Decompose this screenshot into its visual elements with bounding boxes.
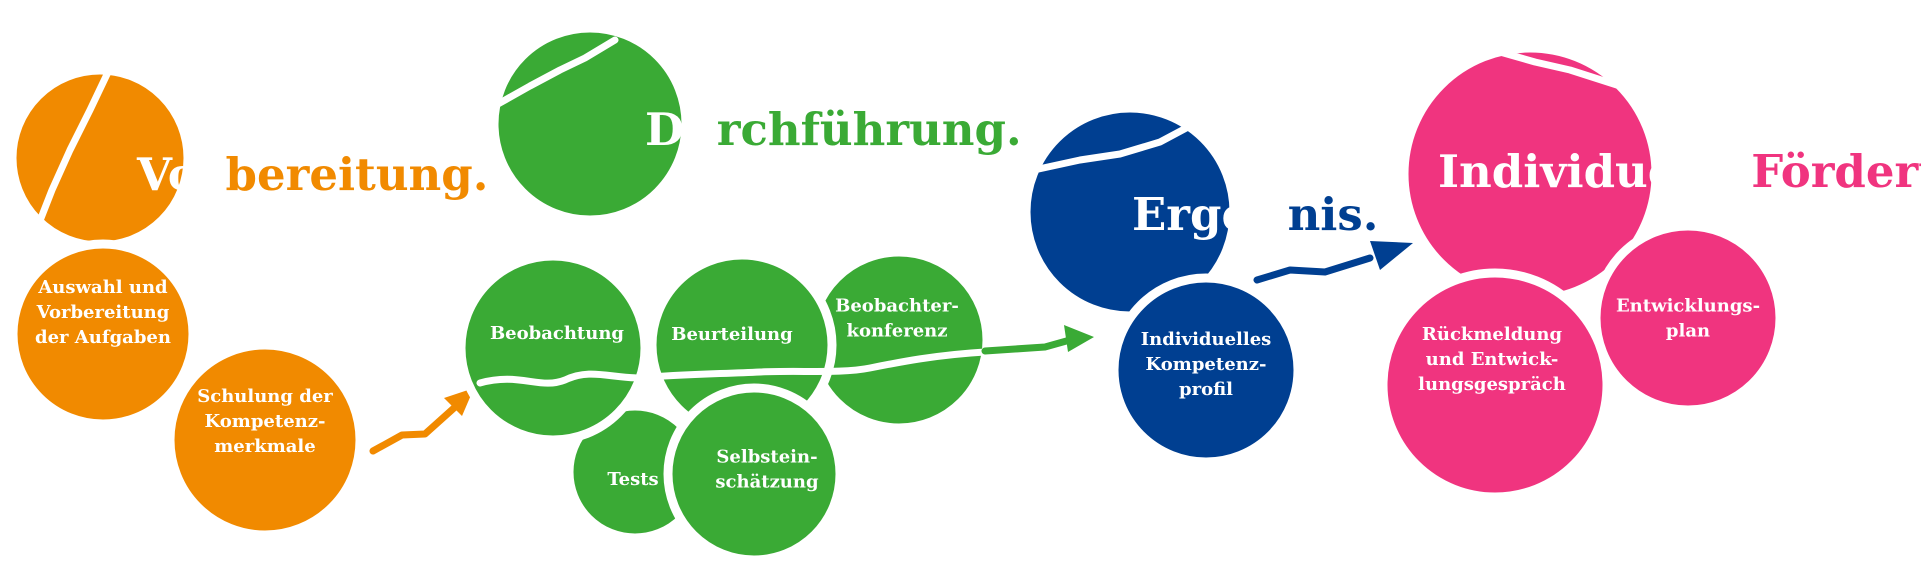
vorbereitung-title-part-a: Vor [136,148,223,201]
durchfuehrung-item-label-3: Beobachter-konferenz [835,296,959,342]
foerderung-item-2-line-1: Entwicklungs- [1616,296,1760,317]
durchfuehrung-item-3-line-2: konferenz [846,321,947,342]
ergebnis-item-1-line-1: Individuelles [1141,329,1272,350]
ergebnis-item-1-line-3: profil [1179,379,1233,400]
durchfuehrung-item-label-4: Tests [607,469,658,490]
stage-foerderung: IndividuelleFörderung. Rückmeldung und En… [1378,43,1921,502]
vorbereitung-title-part-b: bereitung. [226,148,489,201]
foerderung-item-1-line-1: Rückmeldung [1422,324,1563,345]
durchfuehrung-crack [494,36,619,108]
durchfuehrung-item-3-line-1: Beobachter- [835,296,959,317]
vorbereitung-item-circle-2 [165,340,365,540]
foerderung-item-2-line-2: plan [1666,321,1710,342]
durchfuehrung-title-part-b: rchführung. [717,103,1022,156]
vorbereitung-item-1-line-3: der Aufgaben [35,327,171,348]
ergebnis-title-part-a: Ergeb [1132,188,1282,241]
foerderung-title-part-a: Individuelle [1438,145,1739,198]
foerderung-item-circle-2 [1591,221,1785,415]
durchfuehrung-item-5-line-2: schätzung [715,472,819,493]
ergebnis-title-part-b: nis. [1288,188,1379,241]
durchfuehrung-title: Durchführung. [645,103,1022,156]
vorbereitung-title: Vorbereitung. [136,148,488,201]
foerderung-crack [1496,48,1664,102]
vorbereitung-item-1-line-1: Auswahl und [37,277,168,298]
ergebnis-crack [1030,114,1209,174]
durchfuehrung-item-4-line-1: Tests [607,469,658,490]
foerderung-item-1-line-2: und Entwick- [1426,349,1559,370]
durchfuehrung-crack-lower [476,348,989,387]
durchfuehrung-item-label-1: Beobachtung [490,323,624,344]
foerderung-title: IndividuelleFörderung. [1438,145,1921,198]
vorbereitung-item-2-line-2: Kompetenz- [205,411,326,432]
foerderung-item-1-line-3: lungsgespräch [1418,374,1566,395]
vorbereitung-item-circle-1 [8,239,198,429]
stage-durchfuehrung: Durchführung. Beobachtung Beurteilung Be… [456,23,1022,564]
durchfuehrung-item-circle-1 [456,251,650,445]
vorbereitung-item-2-line-1: Schulung der [197,386,333,407]
durchfuehrung-item-5-line-1: Selbstein- [716,447,817,468]
vorbereitung-item-1-line-2: Vorbereitung [36,302,170,323]
durchfuehrung-item-label-5: Selbstein-schätzung [715,447,819,493]
vorbereitung-item-2-line-3: merkmale [214,436,315,457]
foerderung-item-circle-1 [1378,268,1612,502]
foerderung-title-part-b: Förderung. [1751,145,1921,198]
green-arrow-icon [981,325,1094,355]
blue-arrow-icon [1253,241,1413,284]
durchfuehrung-item-2-line-1: Beurteilung [671,324,793,345]
foerderung-item-label-2: Entwicklungs-plan [1616,296,1760,342]
vorbereitung-crack [30,64,114,240]
durchfuehrung-title-part-a: Du [645,103,717,156]
orange-arrow-icon [369,388,474,455]
durchfuehrung-item-circle-5 [663,383,845,564]
foerderung-item-label-1: Rückmeldung und Entwick-lungsgespräch [1418,324,1566,395]
durchfuehrung-item-1-line-1: Beobachtung [490,323,624,344]
ergebnis-item-circle-1 [1109,273,1303,467]
ergebnis-item-1-line-2: Kompetenz- [1146,354,1267,375]
durchfuehrung-item-label-2: Beurteilung [671,324,793,345]
